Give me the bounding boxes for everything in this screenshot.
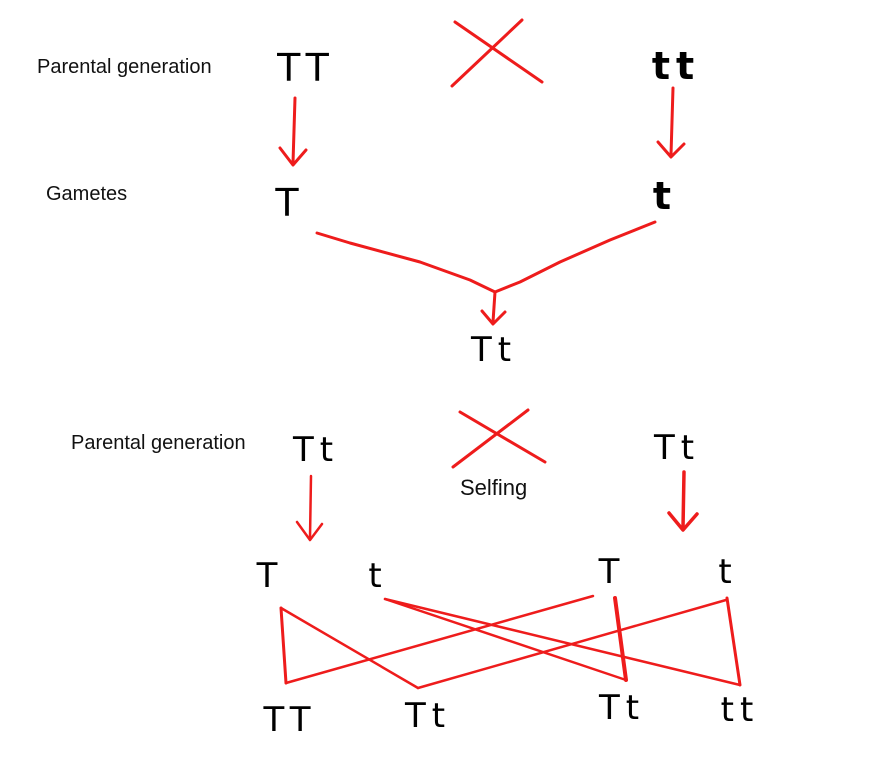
allele-offspring-cross1: Tt: [470, 330, 518, 370]
allele-offspring-4-cross2: tt: [720, 690, 760, 730]
gamete-fusion-lines: [315, 220, 657, 326]
allele-gamete-4-cross2: t: [718, 552, 738, 592]
label-parental-generation-1: Parental generation: [37, 56, 212, 78]
arrow-right-parent2-to-gametes: [667, 470, 699, 532]
allele-gamete-2-cross2: t: [368, 556, 388, 596]
allele-parent-left-cross1: TT: [277, 46, 335, 90]
label-selfing: Selfing: [460, 475, 528, 500]
allele-offspring-2-cross2: Tt: [404, 696, 452, 736]
allele-offspring-1-cross2: TT: [263, 700, 317, 740]
allele-gamete-1-cross2: T: [256, 556, 284, 596]
label-gametes: Gametes: [46, 183, 128, 205]
allele-gamete-right-cross1: t: [652, 174, 678, 218]
offspring-combination-lines: [279, 594, 742, 690]
allele-parent-right-cross2: Tt: [653, 428, 701, 468]
arrow-left-parent2-to-gametes: [295, 474, 324, 542]
arrow-left-parent-to-gamete: [278, 96, 308, 167]
allele-gamete-left-cross1: T: [275, 181, 305, 225]
label-parental-generation-2: Parental generation: [71, 432, 246, 454]
cross-symbol-selfing: [451, 408, 547, 469]
allele-gamete-3-cross2: T: [598, 552, 626, 592]
allele-parent-left-cross2: Tt: [292, 430, 340, 470]
allele-offspring-3-cross2: Tt: [598, 688, 646, 728]
cross-symbol-top: [450, 18, 544, 88]
arrow-right-parent-to-gamete: [656, 86, 686, 159]
allele-parent-right-cross1: tt: [651, 44, 701, 88]
